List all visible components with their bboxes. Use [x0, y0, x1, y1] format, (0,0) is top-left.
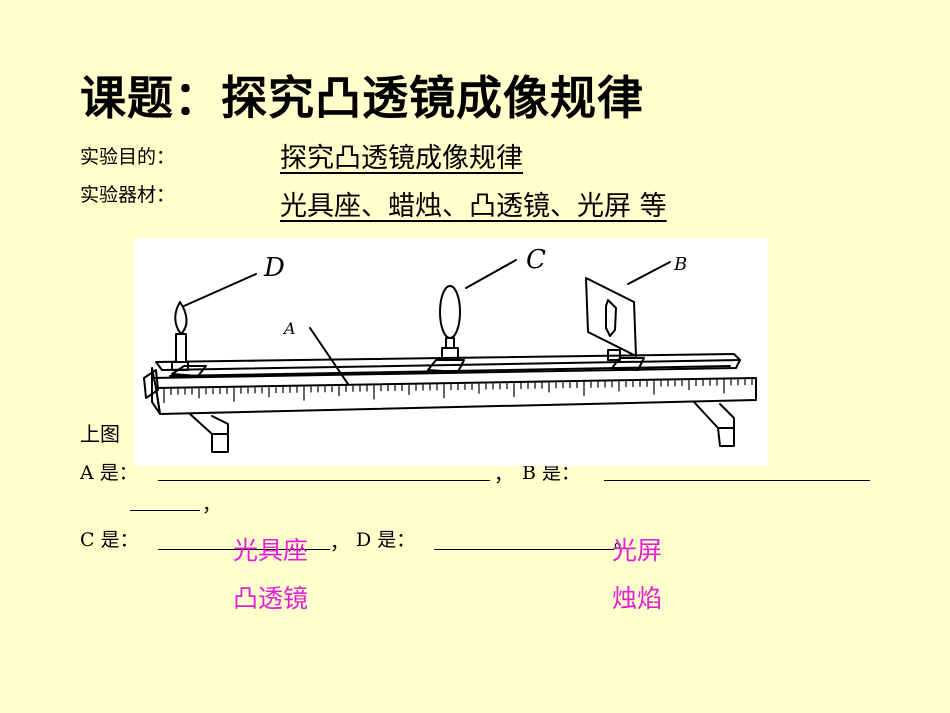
blank-d-line: [434, 549, 614, 550]
lens-slider: [427, 359, 465, 373]
candle-slider: [171, 365, 207, 377]
blank-c-line: [158, 549, 330, 550]
blank-b-line-wrap: [130, 510, 200, 511]
comma-3: ，: [330, 532, 350, 554]
blank-b-line: [604, 480, 870, 481]
bench-ruler: [155, 377, 757, 415]
left-leg: [189, 413, 229, 435]
label-c: C: [526, 245, 546, 275]
bench-left-cap: [143, 369, 159, 399]
leader-c: [465, 259, 517, 289]
screen-image: [605, 299, 617, 337]
left-leg-foot: [211, 433, 229, 453]
right-leg: [693, 401, 735, 429]
lens-stand: [441, 347, 459, 361]
optical-bench-illustration: D C B A: [134, 238, 768, 466]
candle-body: [175, 333, 187, 363]
equipment-value: 光具座、蜡烛、凸透镜、光屏 等: [280, 191, 667, 222]
screen-slider: [611, 357, 645, 371]
answer-b: 光屏: [612, 536, 663, 565]
leader-b: [627, 261, 671, 285]
leader-a: [309, 327, 349, 385]
answer-c: 凸透镜: [233, 584, 309, 613]
candle-flame: [174, 301, 188, 335]
question-c-label: C 是：: [80, 529, 139, 551]
question-d-label: D 是：: [356, 529, 416, 551]
screen-panel: [585, 277, 637, 357]
label-a: A: [282, 319, 296, 338]
ruler-ticks: [163, 379, 753, 403]
purpose-value: 探究凸透镜成像规律: [280, 143, 523, 174]
answer-a: 光具座: [233, 536, 309, 565]
leader-d: [183, 273, 257, 307]
comma-2: ，: [202, 494, 222, 516]
equipment-label: 实验器材：: [80, 184, 176, 206]
label-b: B: [673, 254, 687, 275]
screen-stand: [607, 349, 621, 361]
right-leg-foot: [717, 427, 735, 447]
question-intro: 上图: [80, 422, 120, 446]
purpose-label: 实验目的：: [80, 146, 176, 168]
label-d: D: [263, 253, 285, 283]
question-b-label: B 是：: [522, 462, 581, 484]
page-title: 课题：探究凸透镜成像规律: [80, 71, 644, 125]
lens: [439, 285, 461, 339]
period: 。: [614, 530, 634, 552]
question-a-label: A 是：: [80, 462, 138, 484]
answer-d: 烛焰: [612, 584, 663, 613]
bench-rail-edge: [151, 359, 741, 379]
bench-left-end: [151, 367, 161, 415]
blank-a-line: [158, 480, 490, 481]
lens-neck: [445, 337, 455, 349]
comma-1: ，: [494, 464, 514, 486]
